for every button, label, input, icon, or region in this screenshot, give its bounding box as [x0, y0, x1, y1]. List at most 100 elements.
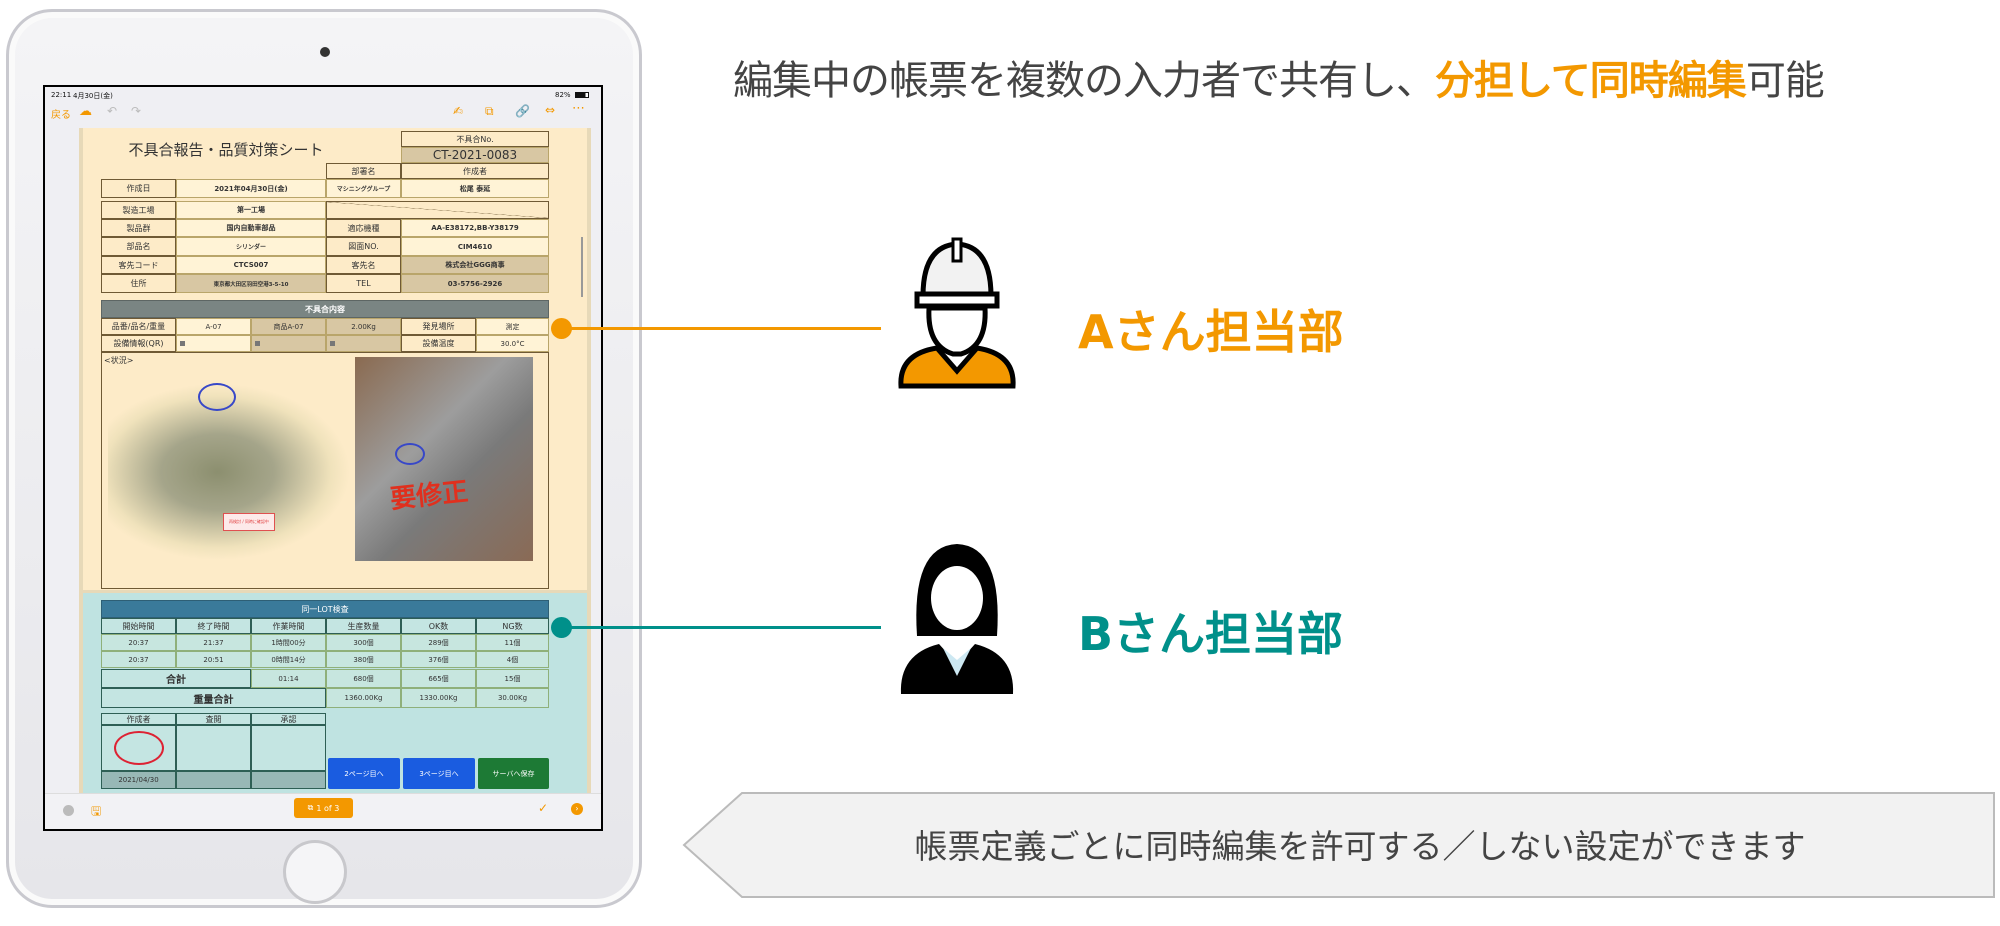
redo-icon[interactable]: ↷	[131, 104, 142, 118]
headline-text-end: 可能	[1745, 58, 1825, 104]
home-button[interactable]	[283, 840, 347, 904]
status-date: 4月30日(金)	[73, 92, 113, 100]
lot-cell[interactable]: 20:51	[176, 651, 251, 668]
pages-icon: ⧉	[307, 803, 314, 812]
tel-field[interactable]: 03-5756-2926	[401, 274, 549, 293]
lot-column-header: OK数	[401, 618, 476, 634]
place-field[interactable]: 測定	[476, 318, 549, 335]
mold-photo-image: 要修正	[355, 357, 533, 561]
row-label: 客先名	[326, 256, 401, 274]
prev-icon[interactable]	[63, 805, 74, 816]
factory-field[interactable]: 第一工場	[176, 201, 326, 219]
bottom-toolbar: 🖫 ⧉1 of 3 ✓ ›	[45, 793, 601, 829]
total-cell[interactable]: 665個	[401, 669, 476, 688]
lot-cell[interactable]: 380個	[326, 651, 401, 668]
defect-no-field[interactable]: CT-2021-0083	[401, 147, 549, 163]
pen-icon[interactable]: ✍	[453, 104, 464, 118]
drawing-no-field[interactable]: CIM4610	[401, 237, 549, 256]
customer-code-field[interactable]: CTCS007	[176, 256, 326, 274]
total-cell[interactable]: 680個	[326, 669, 401, 688]
lot-cell[interactable]: 289個	[401, 634, 476, 651]
fit-width-icon[interactable]: ⇔	[545, 103, 556, 117]
row-label: 適応機種	[326, 219, 401, 237]
status-battery: 82%	[555, 91, 571, 99]
back-button[interactable]: 戻る	[51, 110, 71, 121]
approve-stamp-box[interactable]	[251, 725, 326, 771]
lot-cell[interactable]: 11個	[476, 634, 549, 651]
link-icon[interactable]: 🔗	[515, 104, 530, 118]
item-no-field[interactable]: A-07	[176, 318, 251, 335]
check-icon[interactable]: ✓	[538, 801, 549, 815]
author-field[interactable]: 松尾 泰延	[401, 179, 549, 198]
diagonal-empty-cell	[326, 201, 549, 219]
address-field[interactable]: 東京都大田区羽田空港3-5-10	[176, 274, 326, 293]
row-label: 図面NO.	[326, 237, 401, 256]
qr-icon	[255, 341, 260, 346]
situation-box[interactable]: <状況>	[101, 352, 549, 589]
qr-field[interactable]	[251, 335, 326, 352]
model-field[interactable]: AA-E38172,BB-Y38179	[401, 219, 549, 237]
approval-header: 承認	[251, 713, 326, 725]
lot-cell[interactable]: 20:37	[101, 634, 176, 651]
save-to-server-button[interactable]: サーバへ保存	[478, 758, 549, 789]
lot-cell[interactable]: 0時間14分	[251, 651, 326, 668]
customer-name-field[interactable]: 株式会社GGG商事	[401, 256, 549, 274]
stamp-date: 2021/04/30	[101, 771, 176, 789]
total-cell[interactable]: 01:14	[251, 669, 326, 688]
weight-total-cell[interactable]: 1330.00Kg	[401, 688, 476, 708]
equip-label: 設備情報(QR)	[101, 335, 176, 352]
qr-field[interactable]	[326, 335, 401, 352]
product-group-field[interactable]: 国内自動車部品	[176, 219, 326, 237]
next-icon[interactable]: ›	[571, 803, 583, 815]
save-icon[interactable]: 🖫	[91, 804, 102, 818]
date-label: 作成日	[101, 179, 176, 198]
situation-label: <状況>	[104, 356, 134, 365]
defect-no-label: 不具合No.	[401, 131, 549, 147]
row-label: 製造工場	[101, 201, 176, 219]
undo-icon[interactable]: ↶	[107, 104, 118, 118]
temp-field[interactable]: 30.0°C	[476, 335, 549, 352]
handwritten-markup: 要修正	[388, 476, 470, 515]
cloud-icon[interactable]: ☁	[79, 104, 92, 119]
lot-column-header: 終了時間	[176, 618, 251, 634]
lot-cell[interactable]: 4個	[476, 651, 549, 668]
qr-field[interactable]	[176, 335, 251, 352]
weight-total-cell[interactable]: 30.00Kg	[476, 688, 549, 708]
dept-label: 部署名	[326, 163, 401, 179]
part-name-field[interactable]: シリンダー	[176, 237, 326, 256]
lot-column-header: 開始時間	[101, 618, 176, 634]
review-stamp-box[interactable]	[176, 725, 251, 771]
weight-field[interactable]: 2.00Kg	[326, 318, 401, 335]
more-icon[interactable]: ⋯	[572, 101, 585, 116]
weight-total-cell[interactable]: 1360.00Kg	[326, 688, 401, 708]
page3-button[interactable]: 3ページ目へ	[403, 758, 475, 789]
copy-icon[interactable]: ⧉	[485, 104, 494, 118]
approval-header: 作成者	[101, 713, 176, 725]
lot-column-header: 作業時間	[251, 618, 326, 634]
item-name-field[interactable]: 商品A-07	[251, 318, 326, 335]
markup-circle	[198, 383, 236, 411]
dept-field[interactable]: マシニンググループ	[326, 179, 401, 198]
row-label: 部品名	[101, 237, 176, 256]
lot-cell[interactable]: 21:37	[176, 634, 251, 651]
page-indicator-button[interactable]: ⧉1 of 3	[294, 798, 353, 818]
stamp-date-empty	[176, 771, 251, 789]
temp-label: 設備温度	[401, 335, 476, 352]
weight-total-label: 重量合計	[101, 688, 326, 708]
settings-banner-arrow	[682, 792, 1995, 898]
lot-cell[interactable]: 300個	[326, 634, 401, 651]
approval-header: 査閲	[176, 713, 251, 725]
lot-cell[interactable]: 20:37	[101, 651, 176, 668]
date-field[interactable]: 2021年04月30日(金)	[176, 179, 326, 198]
status-time: 22:11	[51, 91, 72, 99]
businesswoman-icon	[900, 544, 1014, 694]
total-cell[interactable]: 15個	[476, 669, 549, 688]
page2-button[interactable]: 2ページ目へ	[328, 758, 400, 789]
lot-cell[interactable]: 1時間00分	[251, 634, 326, 651]
author-stamp-box[interactable]	[101, 725, 176, 771]
lot-cell[interactable]: 376個	[401, 651, 476, 668]
hanko-stamp-signature	[113, 731, 164, 765]
stamp-date-empty	[251, 771, 326, 789]
item-label: 品番/品名/重量	[101, 318, 176, 335]
scrollbar[interactable]	[581, 237, 583, 297]
